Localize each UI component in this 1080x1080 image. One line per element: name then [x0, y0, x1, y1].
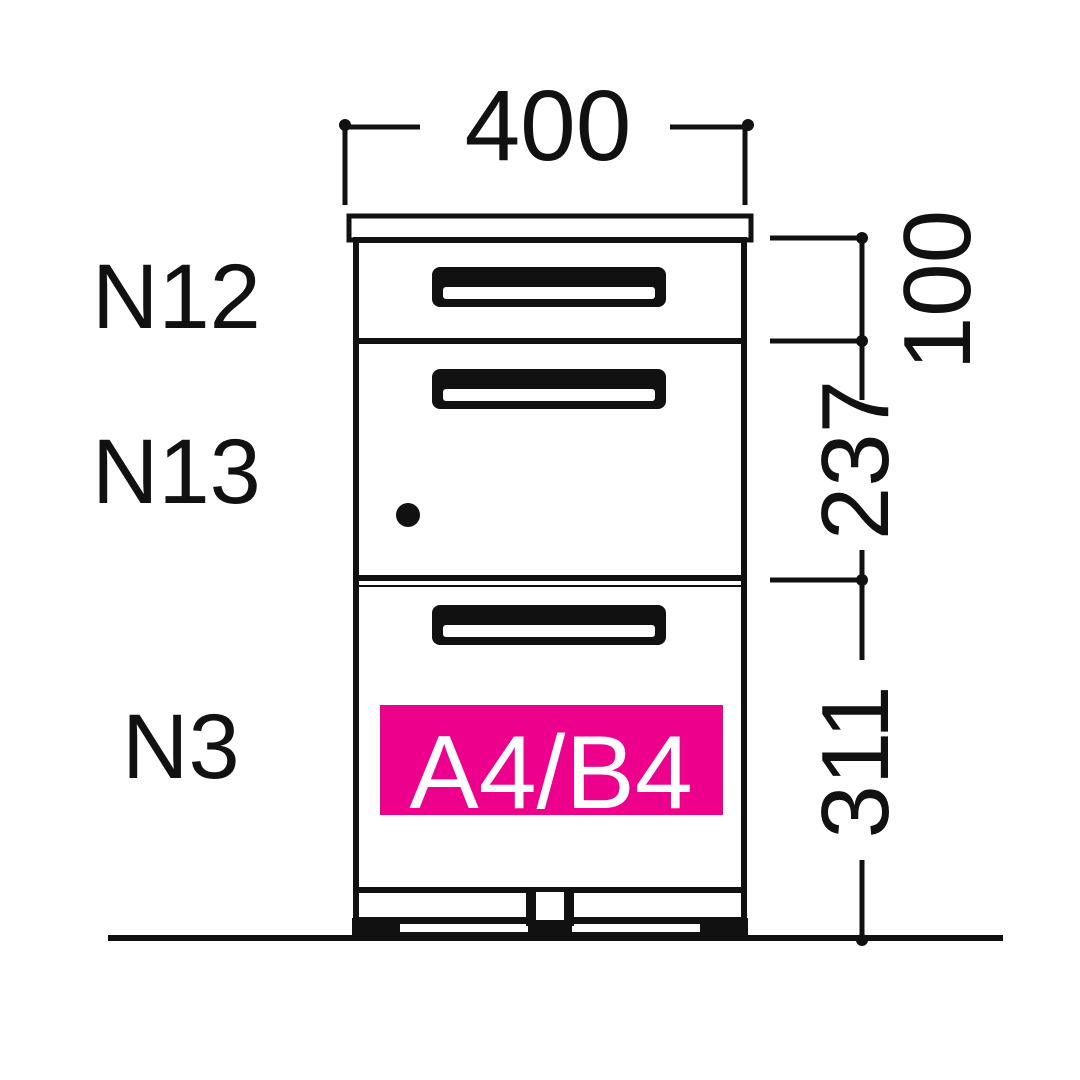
drawer-label-n13: N13 — [92, 421, 261, 523]
height-dimension — [770, 235, 865, 942]
width-dimension — [342, 124, 748, 205]
height-middle-label: 237 — [802, 380, 909, 540]
dimension-dot — [856, 335, 868, 347]
dimension-dot — [856, 934, 868, 946]
height-top-label: 100 — [884, 210, 991, 370]
lock-icon — [396, 503, 420, 527]
drawer-label-n3: N3 — [122, 696, 240, 798]
dimension-dot — [856, 232, 868, 244]
paper-size-badge — [380, 705, 723, 815]
paper-size-label: A4/B4 — [409, 715, 692, 831]
drawer-handles — [432, 267, 666, 645]
dimension-dot — [856, 574, 868, 586]
dimension-dot — [742, 119, 754, 131]
caster-base — [352, 892, 748, 936]
drawer-label-n12: N12 — [92, 246, 261, 348]
dimension-dot — [339, 119, 351, 131]
width-label: 400 — [465, 70, 632, 182]
top-plate — [346, 213, 754, 243]
height-bottom-label: 311 — [802, 685, 909, 838]
